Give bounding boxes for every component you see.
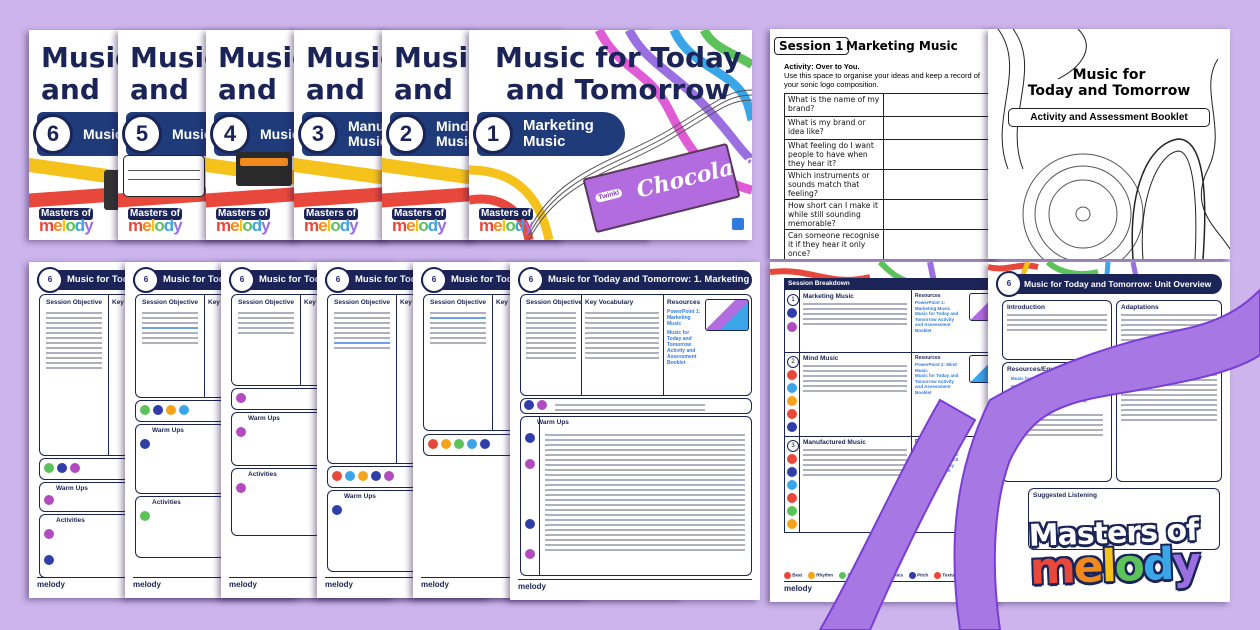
cover-title: Music and — [218, 41, 309, 106]
year-badge: 6 — [37, 267, 63, 293]
year-badge: 6 — [325, 267, 351, 293]
year-badge: 6 — [518, 267, 544, 293]
breakdown-table: 1 Marketing Music Resources PowerPoint 1… — [784, 290, 1002, 533]
lesson-plan-marketing-music[interactable]: Music for Today and Tomorrow: 1. Marketi… — [510, 262, 760, 600]
resource-link[interactable]: Music for Today and Tomorrow Activity an… — [915, 373, 959, 395]
year-badge: 6 — [421, 267, 447, 293]
twinkl-icon — [732, 218, 744, 230]
session-number: 3 — [298, 114, 338, 154]
activity-label: Activity: Over to You. — [784, 62, 860, 71]
table-row: What feeling do I want people to have wh… — [784, 139, 994, 170]
icons-row — [520, 398, 752, 414]
powerpoint-thumbnail[interactable] — [705, 299, 749, 331]
year-badge: 6 — [133, 267, 159, 293]
activity-instructions: Use this space to organise your ideas an… — [784, 71, 980, 89]
answer-cell[interactable] — [883, 139, 994, 170]
brand-questions-table: What is the name of my brand? What is my… — [784, 93, 994, 259]
cover-title: Music and — [306, 41, 397, 106]
element-legend: Beat Rhythm Structure Dynamics Pitch Tex… — [784, 570, 984, 580]
table-row: Can someone recognise it if they hear it… — [784, 229, 994, 259]
session-number: 4 — [210, 114, 250, 154]
booklet-page-session-1[interactable]: Session 1 Marketing Music Activity: Over… — [770, 29, 1000, 259]
session-number: 5 — [122, 114, 162, 154]
decor-contour-lines — [997, 29, 1230, 259]
cover-slide-1[interactable]: Music for Today and Tomorrow Marketing M… — [469, 30, 752, 240]
cover-title: Music and — [130, 41, 221, 106]
warmups-box: Warm Ups — [520, 416, 752, 576]
objective-box: Session Objective Key Vocabulary Resourc… — [520, 294, 752, 396]
resource-link[interactable]: Music for Today and Tomorrow Activity an… — [915, 311, 959, 333]
resource-link[interactable]: Music for Today and Tomorrow PPTs — [1011, 376, 1090, 381]
booklet-title: Music for Today and Tomorrow — [1027, 67, 1191, 99]
resource-link[interactable]: Music for Today and Tomorrow Activity an… — [667, 330, 697, 366]
resource-link[interactable]: Brand Cover Templates (Session 5) — [1011, 398, 1087, 403]
resource-link[interactable]: Music for Today and Tomorrow Activity an… — [915, 457, 959, 479]
cassette-icon — [236, 152, 292, 186]
table-row: What is the name of my brand? — [784, 93, 994, 117]
answer-cell[interactable] — [883, 169, 994, 200]
year-badge: 6 — [996, 271, 1022, 297]
adaptations-box: Adaptations — [1116, 300, 1222, 482]
answer-cell[interactable] — [883, 199, 994, 230]
session-tag: Session 1 — [774, 37, 849, 55]
overview-header: Music for Today and Tomorrow: Unit Overv… — [996, 274, 1222, 294]
resource-link[interactable]: Music for Today and Tomorrow Activity an… — [1011, 384, 1104, 395]
sheet-music-icon — [123, 155, 205, 197]
session-row-3: 3 Manufactured Music Resources PowerPoin… — [785, 436, 1002, 532]
cover-title: Music for Today and Tomorrow — [495, 41, 742, 106]
answer-cell[interactable] — [883, 229, 994, 259]
cover-title: Music and — [41, 41, 132, 106]
session-number: 1 — [473, 114, 513, 154]
year-badge: 6 — [229, 267, 255, 293]
answer-cell[interactable] — [883, 116, 994, 140]
masters-of-melody-logo-large: Masters of melody — [1028, 512, 1200, 595]
introduction-box: Introduction — [1002, 300, 1112, 360]
session-breakdown-page[interactable]: Session Breakdown 1 Marketing Music Reso… — [770, 262, 1002, 602]
resource-link[interactable]: PowerPoint 1: Marketing Music — [915, 300, 951, 311]
session-title: Marketing Music — [846, 39, 958, 53]
table-row: What is my brand or idea like? — [784, 116, 994, 140]
resources-box: Resources/Equipment Music for Today and … — [1002, 362, 1112, 482]
booklet-cover[interactable]: Music for Today and Tomorrow Activity an… — [988, 29, 1230, 259]
session-number: 6 — [33, 114, 73, 154]
resource-link[interactable]: PowerPoint 1: Marketing Music — [667, 309, 701, 327]
session-row-2: 2 Mind Music Resources PowerPoint 2: Min… — [785, 352, 1002, 437]
breakdown-header: Session Breakdown — [784, 278, 1002, 290]
session-row-1: 1 Marketing Music Resources PowerPoint 1… — [785, 290, 1002, 353]
table-row: How short can I make it while still soun… — [784, 199, 994, 230]
session-number: 2 — [386, 114, 426, 154]
table-row: Which instruments or sounds match that f… — [784, 169, 994, 200]
resource-link[interactable]: PowerPoint 3: Manufactured Music — [915, 446, 959, 457]
booklet-subtitle: Activity and Assessment Booklet — [1008, 108, 1210, 127]
resource-link[interactable]: PowerPoint 2: Mind Music — [915, 362, 957, 373]
answer-cell[interactable] — [883, 93, 994, 117]
